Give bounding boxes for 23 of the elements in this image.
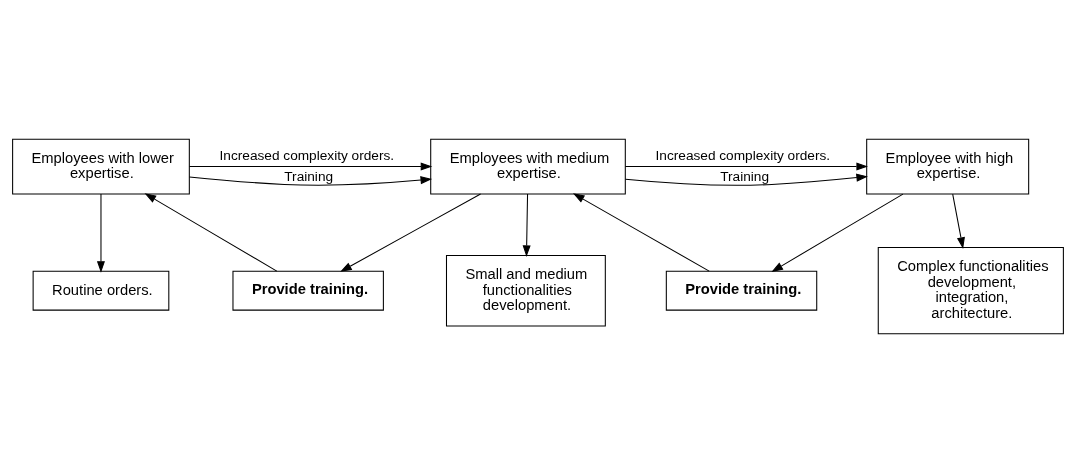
arrow <box>96 193 105 273</box>
edge-label: Training <box>720 168 770 184</box>
arrow <box>188 162 433 171</box>
arrow <box>952 193 965 249</box>
arrow <box>572 193 710 272</box>
arrow <box>188 176 433 186</box>
node-box: Complex functionalities development, integration, architecture. <box>877 247 1064 335</box>
arrow <box>771 193 904 272</box>
edge-label: Training <box>284 168 334 184</box>
arrow <box>340 193 482 272</box>
arrow <box>522 193 531 257</box>
node-box: Employees with lower expertise. <box>12 138 190 195</box>
arrow <box>624 162 868 171</box>
arrow <box>144 193 278 272</box>
node-box: Small and medium functionalities development. <box>445 254 606 327</box>
arrow <box>624 173 868 186</box>
edge-label: Increased complexity orders. <box>655 147 831 163</box>
node-box: Employee with high expertise. <box>866 138 1030 195</box>
node-box: Routine orders. <box>32 270 170 311</box>
node-box: Provide training. <box>665 270 818 311</box>
node-box: Employees with medium expertise. <box>430 138 626 195</box>
node-box: Provide training. <box>232 270 384 311</box>
edge-label: Increased complexity orders. <box>219 147 395 163</box>
